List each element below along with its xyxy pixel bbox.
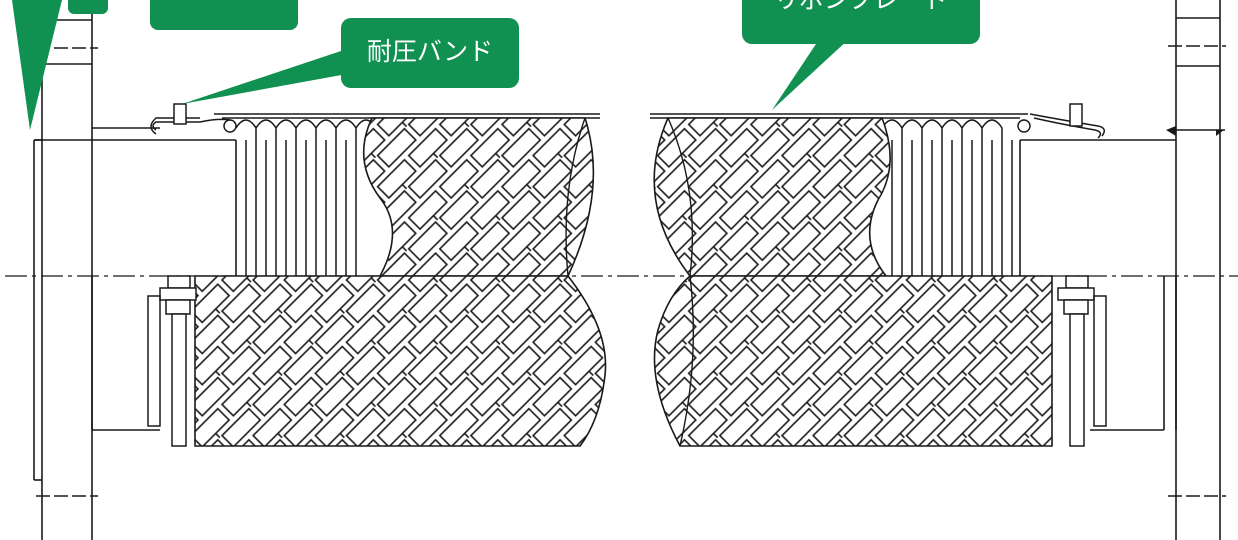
braid-right-upper <box>653 117 891 277</box>
callout-top-left <box>12 0 298 130</box>
braid-left-upper <box>362 117 595 277</box>
braid-left-lower <box>194 275 607 447</box>
callout-band: 耐圧バンド <box>182 18 519 104</box>
left-band-top <box>150 103 237 135</box>
right-flange <box>1019 0 1226 540</box>
callout-braid: リボンブレード <box>742 0 980 110</box>
braid-outline-top <box>214 113 1028 119</box>
right-band-top <box>1017 103 1105 139</box>
callout-braid-label: リボンブレード <box>774 0 948 14</box>
callout-band-label: 耐圧バンド <box>367 37 493 66</box>
left-band-bolt <box>147 275 197 447</box>
right-band-bolt <box>1057 275 1107 447</box>
left-flange <box>33 0 237 540</box>
braid-right-lower <box>653 275 1053 447</box>
left-bellows <box>235 119 377 276</box>
right-bellows <box>881 119 1013 276</box>
